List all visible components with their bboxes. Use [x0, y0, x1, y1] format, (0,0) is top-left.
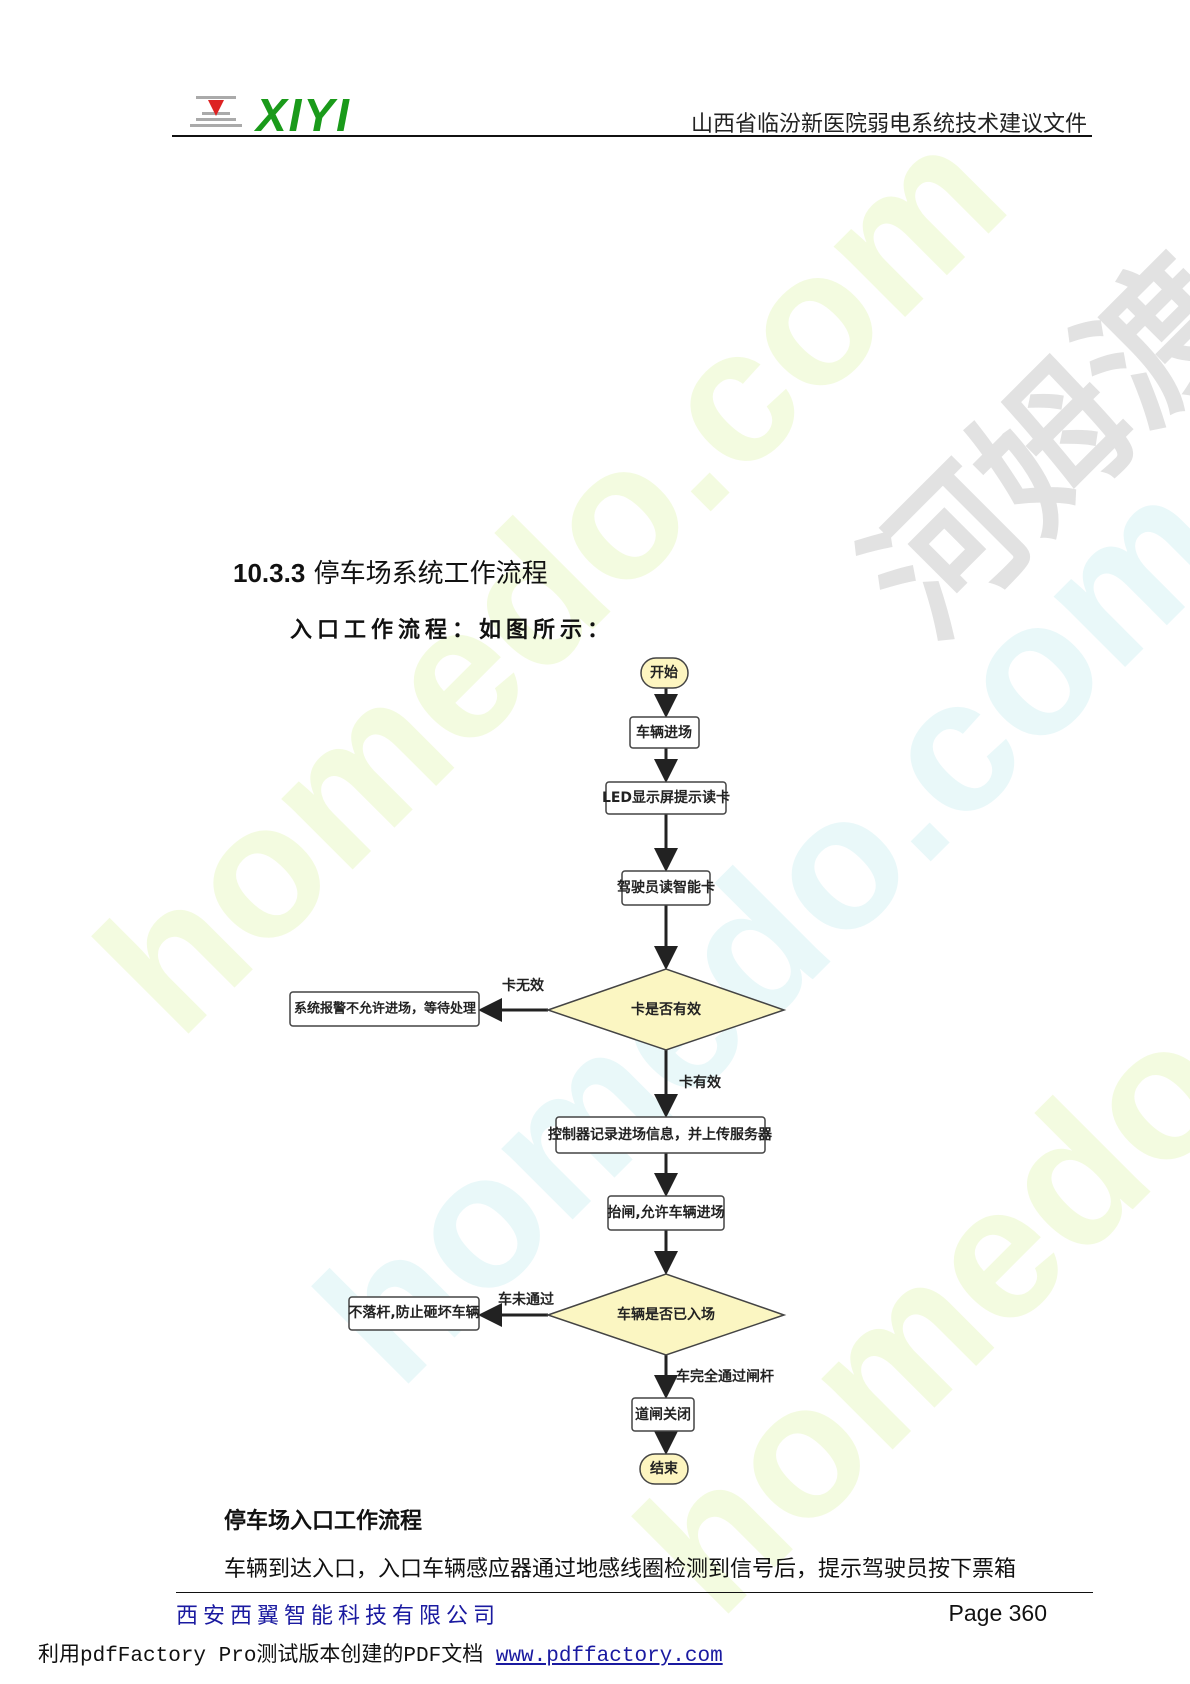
- step-label: 不落杆,防止砸坏车辆: [348, 1304, 479, 1321]
- document-title: 山西省临汾新医院弱电系统技术建议文件: [690, 112, 1087, 137]
- branch-label: 车未通过: [498, 1291, 554, 1308]
- step-label: 系统报警不允许进场，等待处理: [294, 1001, 476, 1017]
- section-number: 10.3.3: [233, 558, 306, 588]
- process-box: [605, 781, 727, 815]
- decision-diamond: [545, 968, 787, 1051]
- section-title: 停车场系统工作流程: [313, 559, 548, 589]
- footer-divider: [176, 1592, 1093, 1593]
- step-label: 道闸关闭: [635, 1406, 691, 1423]
- step-label: LED显示屏提示读卡: [602, 789, 730, 806]
- branch-label: 卡有效: [679, 1074, 722, 1091]
- decision-label: 卡是否有效: [631, 1001, 702, 1018]
- process-box: [289, 991, 480, 1027]
- start-terminal: [640, 657, 689, 689]
- pdf-notice-text: 利用pdfFactory Pro测试版本创建的PDF文档: [38, 1645, 484, 1668]
- body-paragraph: 车辆到达入口，入口车辆感应器通过地感线圈检测到信号后，提示驾驶员按下票箱: [224, 1557, 1017, 1582]
- step-label: 驾驶员读智能卡: [616, 879, 715, 896]
- intro-text: 入口工作流程：如图所示：: [290, 618, 615, 643]
- step-label: 控制器记录进场信息，并上传服务器: [548, 1126, 773, 1143]
- branch-label: 车完全通过闸杆: [676, 1368, 774, 1385]
- pdffactory-link[interactable]: www.pdffactory.com: [495, 1645, 723, 1668]
- company-logo: XIYI: [186, 89, 416, 141]
- decision-diamond: [545, 1273, 787, 1356]
- process-box: [631, 1397, 695, 1432]
- figure-caption: 停车场入口工作流程: [224, 1509, 423, 1534]
- process-box: [607, 1195, 725, 1231]
- step-label: 抬闸,允许车辆进场: [607, 1204, 724, 1221]
- logo-text: XIYI: [256, 89, 351, 141]
- end-label: 结束: [650, 1460, 679, 1477]
- page-number: Page 360: [948, 1600, 1047, 1626]
- decision-label: 车辆是否已入场: [617, 1306, 715, 1323]
- process-box: [621, 870, 711, 906]
- flow-arrows: [478, 688, 678, 1455]
- pdf-notice: 利用pdfFactory Pro测试版本创建的PDF文档 www.pdffact…: [38, 1638, 723, 1668]
- section-heading: 10.3.3 停车场系统工作流程: [233, 553, 548, 590]
- process-box: [629, 716, 700, 749]
- header-divider: [172, 135, 1092, 137]
- process-box: [555, 1116, 766, 1154]
- branch-label: 卡无效: [502, 977, 545, 994]
- start-label: 开始: [650, 664, 678, 681]
- step-label: 车辆进场: [636, 724, 692, 741]
- footer-company: 西安西翼智能科技有限公司: [176, 1604, 501, 1629]
- end-terminal: [639, 1453, 689, 1485]
- process-box: [348, 1296, 480, 1331]
